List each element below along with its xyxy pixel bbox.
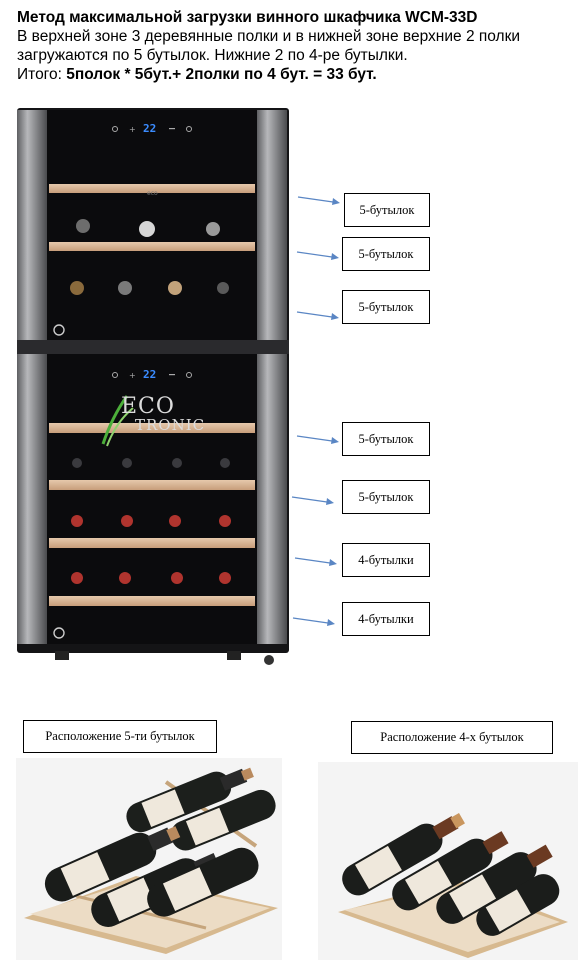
- svg-text:eco: eco: [147, 190, 158, 197]
- shelf-label-2: 5-бутылок: [342, 237, 430, 271]
- upper-temperature-display: 22: [143, 122, 157, 135]
- brand-logo: ECO TRONIC: [121, 394, 206, 435]
- wine-cabinet-image: + + eco: [17, 108, 289, 668]
- total-prefix: Итого:: [17, 66, 67, 83]
- brand-line-1: ECO: [121, 394, 175, 419]
- caption-five-bottles: Расположение 5-ти бутылок: [23, 720, 217, 753]
- shelf-label-7: 4-бутылки: [342, 602, 430, 636]
- caption-four-bottles: Расположение 4-х бутылок: [351, 721, 553, 754]
- four-bottle-shelf-photo: [318, 762, 578, 960]
- shelf-label-3: 5-бутылок: [342, 290, 430, 324]
- total-line: Итого: 5полок * 5бут.+ 2полки по 4 бут. …: [17, 65, 577, 84]
- shelf-label-6: 4-бутылки: [342, 543, 430, 577]
- shelf-label-5: 5-бутылок: [342, 480, 430, 514]
- arrow-icon: [294, 557, 337, 566]
- total-value: 5полок * 5бут.+ 2полки по 4 бут. = 33 бу…: [66, 66, 377, 83]
- arrow-icon: [291, 496, 334, 505]
- shelf-label-4: 5-бутылок: [342, 422, 430, 456]
- description-block: Метод максимальной загрузки винного шкаф…: [17, 8, 577, 84]
- description-line-2: загружаются по 5 бутылок. Нижние 2 по 4-…: [17, 47, 408, 64]
- arrow-icon: [292, 617, 335, 626]
- page-title: Метод максимальной загрузки винного шкаф…: [17, 9, 478, 26]
- description-line-1: В верхней зоне 3 деревянные полки и в ни…: [17, 28, 521, 45]
- shelf-label-1: 5-бутылок: [344, 193, 430, 227]
- svg-text:+: +: [129, 371, 136, 380]
- lower-temperature-display: 22: [143, 368, 157, 381]
- arrow-icon: [297, 196, 340, 205]
- five-bottle-shelf-photo: [16, 758, 282, 960]
- brand-line-2: TRONIC: [135, 416, 206, 434]
- arrow-icon: [296, 311, 339, 320]
- svg-text:+: +: [129, 125, 136, 134]
- arrow-icon: [296, 251, 339, 260]
- arrow-icon: [296, 435, 339, 444]
